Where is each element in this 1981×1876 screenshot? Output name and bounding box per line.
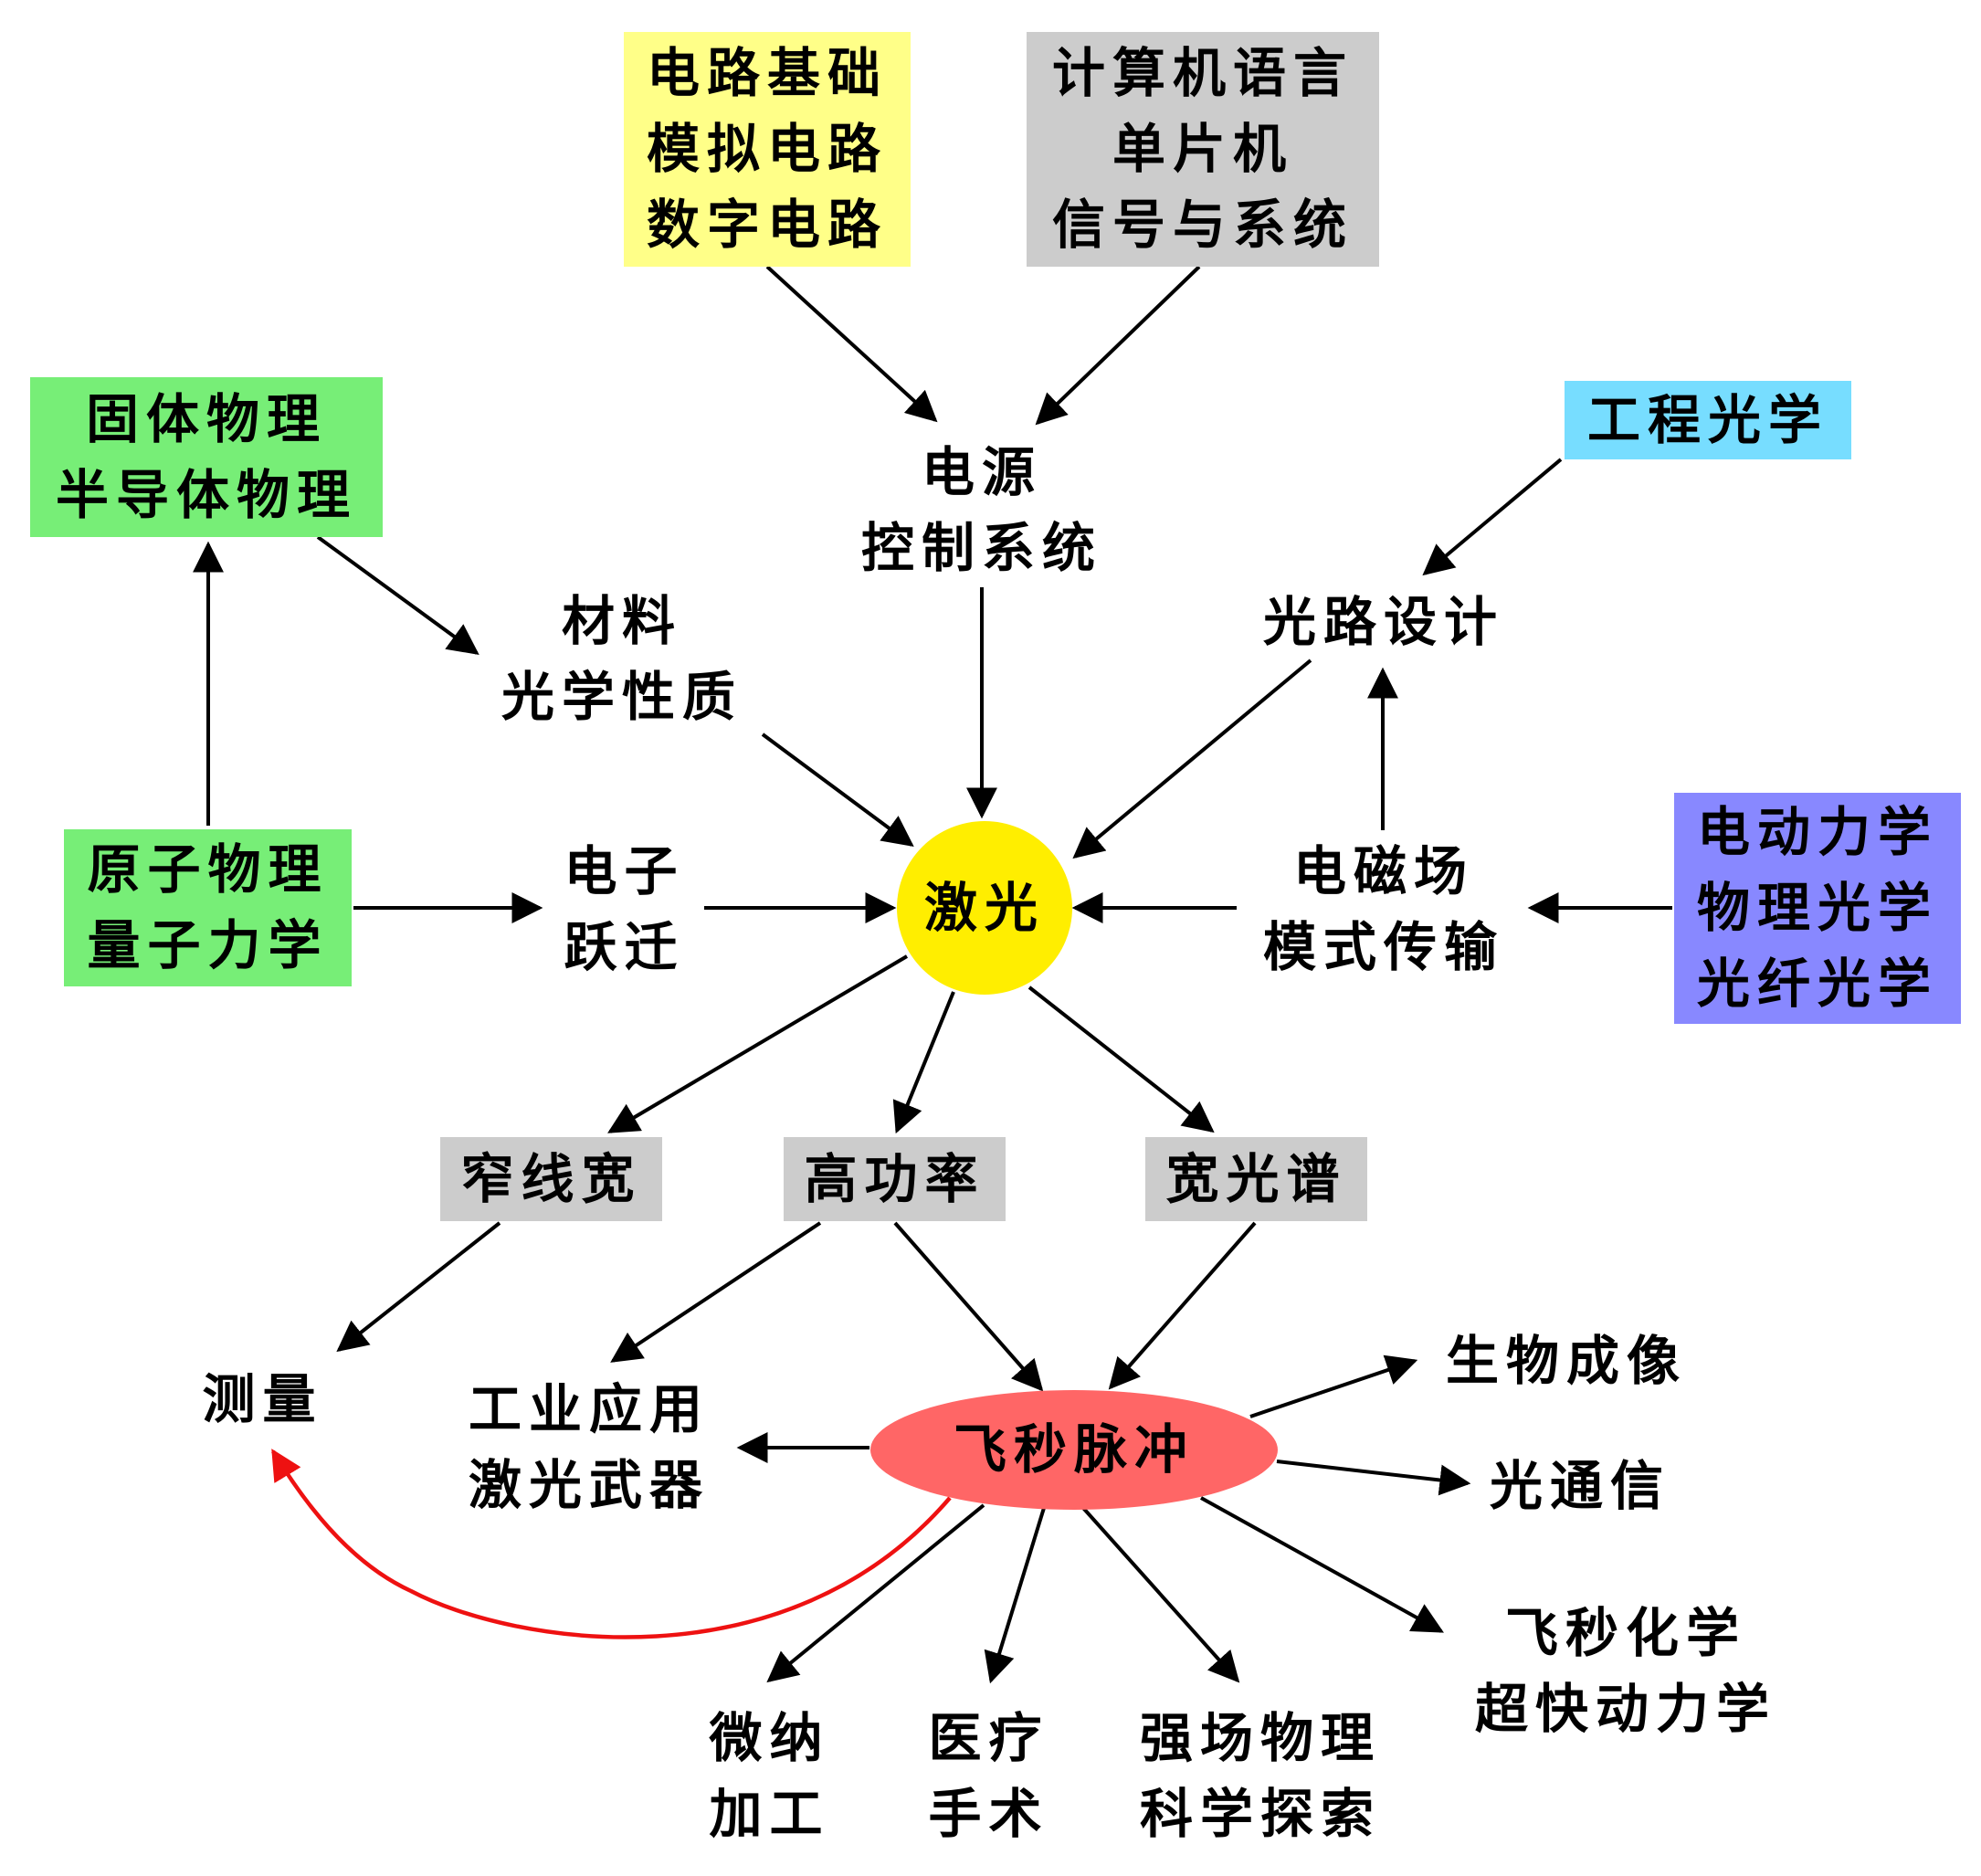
atomic-box: 原子物理 量子力学 xyxy=(64,829,352,986)
femtosecond-ellipse: 飞秒脉冲 xyxy=(870,1390,1278,1510)
solid-state-line-2: 半导体物理 xyxy=(55,463,357,526)
electron-line-1: 电子 xyxy=(564,839,685,902)
industrial-line-2: 激光武器 xyxy=(468,1453,710,1516)
arrow-circuit-to-power xyxy=(765,265,938,423)
electrodynamics-line-3: 光纤光学 xyxy=(1696,953,1938,1015)
femto-chemistry-label: 飞秒化学 超快动力学 xyxy=(1443,1594,1808,1748)
arrow-laser-to-broad xyxy=(1027,985,1215,1133)
bio-imaging-line-1: 生物成像 xyxy=(1445,1329,1687,1392)
computer-line-2: 单片机 xyxy=(1112,118,1293,180)
atomic-line-1: 原子物理 xyxy=(87,838,329,901)
industrial-line-1: 工业应用 xyxy=(468,1377,710,1440)
laser-label: 激光 xyxy=(923,876,1045,939)
solid-state-box: 固体物理 半导体物理 xyxy=(30,377,383,537)
em-field-line-1: 电磁场 xyxy=(1292,839,1474,902)
strong-field-line-1: 强场物理 xyxy=(1139,1706,1381,1769)
micro-nano-line-1: 微纳 xyxy=(709,1706,830,1769)
material-line-1: 材料 xyxy=(561,589,682,652)
micro-nano-label: 微纳 加工 xyxy=(690,1699,849,1853)
broad-spectrum-label: 宽光谱 xyxy=(1165,1147,1347,1210)
industrial-label: 工业应用 激光武器 xyxy=(448,1370,731,1524)
em-field-label: 电磁场 模式传输 xyxy=(1242,832,1525,986)
electron-line-2: 跃迁 xyxy=(564,915,685,978)
arrow-highpower-to-industrial xyxy=(610,1221,822,1363)
arrow-solid-to-material xyxy=(316,535,479,656)
electron-label: 电子 跃迁 xyxy=(544,832,704,986)
arrow-femto-to-strongfield xyxy=(1081,1506,1240,1683)
electrodynamics-line-1: 电动力学 xyxy=(1696,801,1938,863)
arrow-broad-to-femto xyxy=(1108,1221,1257,1390)
arrow-narrow-to-measurement xyxy=(336,1221,501,1353)
broad-spectrum-box: 宽光谱 xyxy=(1145,1137,1367,1221)
arrow-femto-to-comm xyxy=(1276,1460,1471,1496)
measurement-line-1: 测量 xyxy=(202,1367,323,1430)
arrow-laser-to-highpower xyxy=(892,991,955,1134)
power-control-line-2: 控制系统 xyxy=(860,516,1102,579)
arrow-engoptics-to-design xyxy=(1422,458,1563,576)
femto-chemistry-line-1: 飞秒化学 xyxy=(1504,1601,1746,1664)
arrow-femto-to-measurement-curved xyxy=(271,1449,952,1639)
circuit-basics-line-1: 电路基础 xyxy=(646,42,888,104)
solid-state-line-1: 固体物理 xyxy=(85,387,327,450)
atomic-line-2: 量子力学 xyxy=(87,914,329,976)
narrow-linewidth-box: 窄线宽 xyxy=(440,1137,662,1221)
measurement-label: 测量 xyxy=(183,1360,342,1439)
circuit-basics-box: 电路基础 模拟电路 数字电路 xyxy=(624,32,911,267)
narrow-linewidth-label: 窄线宽 xyxy=(460,1147,642,1210)
bio-imaging-label: 生物成像 xyxy=(1425,1322,1708,1400)
arrow-femto-to-micronano xyxy=(766,1503,985,1683)
optical-comm-label: 光通信 xyxy=(1470,1447,1690,1525)
arrow-femto-to-chemistry xyxy=(1200,1496,1444,1633)
optical-comm-line-1: 光通信 xyxy=(1489,1454,1670,1517)
engineering-optics-box: 工程光学 xyxy=(1565,381,1851,459)
laser-circle: 激光 xyxy=(897,821,1072,995)
optical-design-line-1: 光路设计 xyxy=(1262,590,1504,653)
computer-line-1: 计算机语言 xyxy=(1051,42,1354,104)
electrodynamics-box: 电动力学 物理光学 光纤光学 xyxy=(1674,793,1961,1024)
circuit-basics-line-3: 数字电路 xyxy=(646,194,888,256)
circuit-basics-line-2: 模拟电路 xyxy=(646,118,888,180)
computer-line-3: 信号与系统 xyxy=(1051,194,1354,256)
arrow-laser-to-narrow xyxy=(607,954,909,1133)
electrodynamics-line-2: 物理光学 xyxy=(1696,877,1938,939)
medical-line-2: 手术 xyxy=(928,1782,1049,1845)
arrow-material-to-laser xyxy=(761,732,914,848)
femto-chemistry-line-2: 超快动力学 xyxy=(1474,1677,1776,1740)
optical-design-label: 光路设计 xyxy=(1242,583,1525,661)
engineering-optics-line-1: 工程光学 xyxy=(1586,388,1828,451)
power-control-label: 电源 控制系统 xyxy=(845,433,1119,587)
arrow-design-to-laser xyxy=(1072,659,1312,859)
computer-box: 计算机语言 单片机 信号与系统 xyxy=(1027,32,1379,267)
high-power-box: 高功率 xyxy=(784,1137,1006,1221)
micro-nano-line-2: 加工 xyxy=(709,1782,830,1845)
medical-label: 医疗 手术 xyxy=(909,1699,1069,1853)
material-label: 材料 光学性质 xyxy=(482,582,762,736)
material-line-2: 光学性质 xyxy=(501,665,743,728)
arrow-femto-to-bioimaging xyxy=(1249,1354,1418,1418)
arrow-highpower-to-femto xyxy=(893,1221,1044,1392)
femtosecond-label: 飞秒脉冲 xyxy=(953,1418,1195,1481)
arrow-femto-to-medical xyxy=(984,1507,1046,1684)
em-field-line-2: 模式传输 xyxy=(1262,915,1504,978)
high-power-label: 高功率 xyxy=(804,1147,985,1210)
arrow-computer-to-power xyxy=(1035,265,1201,426)
strong-field-line-2: 科学探索 xyxy=(1139,1782,1381,1845)
strong-field-label: 强场物理 科学探索 xyxy=(1119,1699,1402,1853)
power-control-line-1: 电源 xyxy=(921,440,1042,503)
medical-line-1: 医疗 xyxy=(928,1706,1049,1769)
